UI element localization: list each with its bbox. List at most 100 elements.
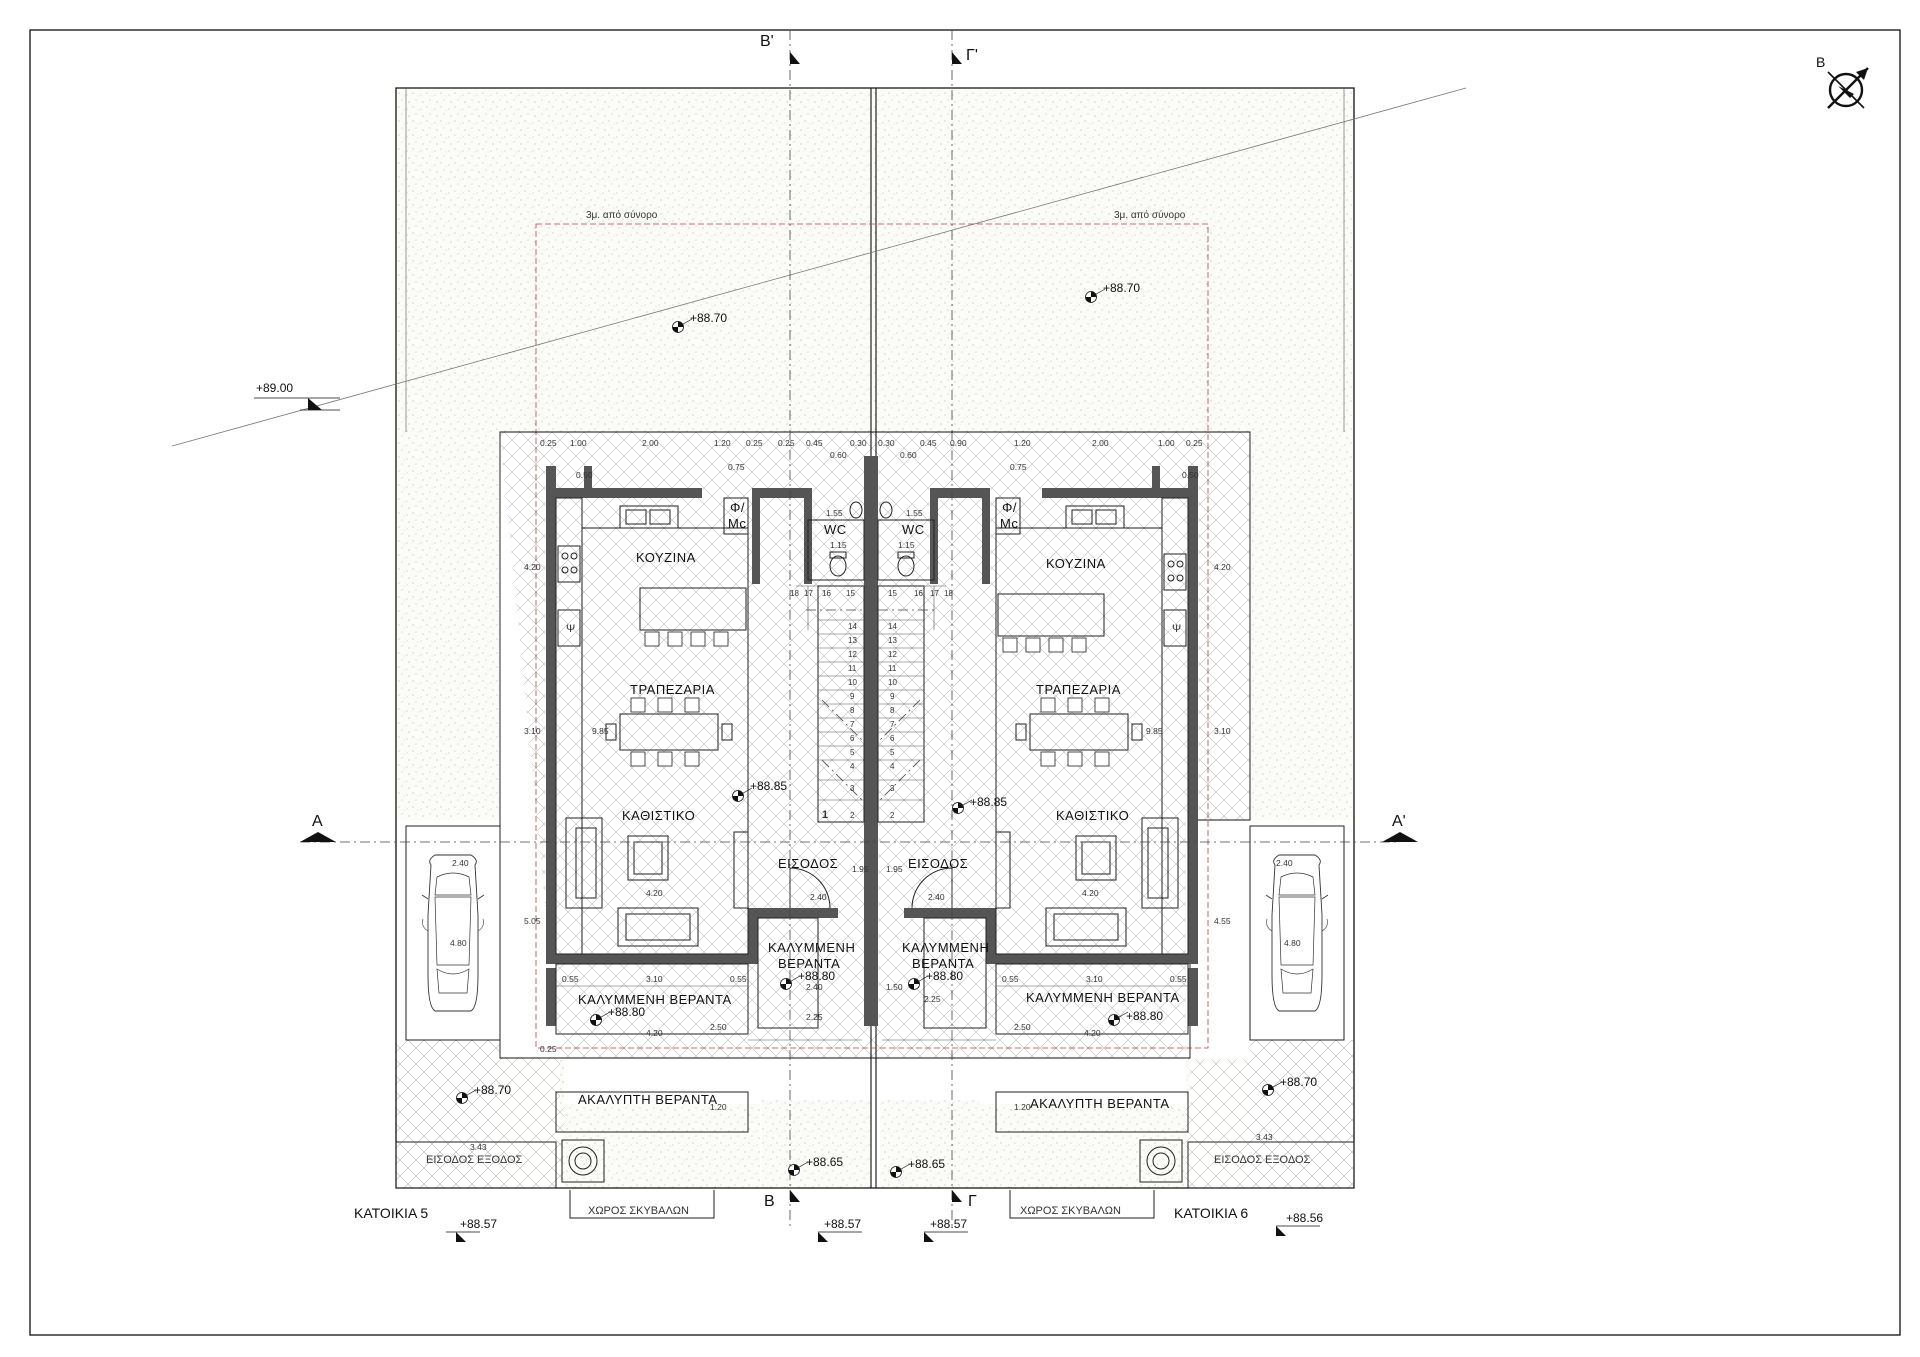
level-street-3: +88.57 — [930, 1217, 967, 1231]
svg-text:3.43: 3.43 — [1256, 1132, 1273, 1142]
dining-table-left — [619, 713, 719, 751]
setback-note-left: 3μ. από σύνορο — [586, 209, 658, 221]
svg-text:10: 10 — [848, 678, 857, 687]
svg-text:0.50: 0.50 — [1182, 470, 1199, 480]
svg-text:2.50: 2.50 — [1014, 1022, 1031, 1032]
psi-label-right: Ψ — [1172, 623, 1181, 635]
staircase-right — [877, 585, 946, 823]
parking-space-left — [405, 825, 501, 1041]
wc-label-right: WC — [902, 522, 925, 537]
svg-text:4.20: 4.20 — [1084, 1028, 1101, 1038]
setback-note-right: 3μ. από σύνορο — [1114, 209, 1186, 221]
car-left-icon — [421, 854, 485, 1012]
svg-text:1.20: 1.20 — [1014, 1102, 1031, 1112]
svg-text:0.30: 0.30 — [878, 438, 895, 448]
svg-text:0.55: 0.55 — [1002, 974, 1019, 984]
stair-numbers-left: 18 17 16 15 14 13 12 11 10 9 8 7 6 5 4 3… — [790, 589, 857, 821]
svg-text:2.40: 2.40 — [806, 982, 823, 992]
svg-text:2.40: 2.40 — [928, 892, 945, 902]
svg-text:14: 14 — [888, 622, 897, 631]
living-label-left: ΚΑΘΙΣΤΙΚΟ — [622, 808, 695, 823]
svg-text:7: 7 — [890, 720, 895, 729]
svg-text:2: 2 — [850, 811, 855, 820]
svg-text:0.50: 0.50 — [576, 470, 593, 480]
section-b-prime-label: B' — [760, 33, 774, 50]
open-veranda-label-right: ΑΚΑΛΥΠΤΗ ΒΕΡΑΝΤΑ — [1030, 1096, 1170, 1111]
svg-text:2.50: 2.50 — [710, 1022, 727, 1032]
covered-veranda-label-left: ΚΑΛΥΜΜΕΝΗ ΒΕΡΑΝΤΑ — [578, 992, 732, 1007]
svg-text:4: 4 — [890, 762, 895, 771]
level-parking-right: +88.70 — [1280, 1075, 1317, 1089]
svg-text:17: 17 — [930, 589, 939, 598]
kitchen-label-left: ΚΟΥΖΙΝΑ — [636, 550, 696, 565]
staircase-left — [796, 585, 865, 823]
svg-text:16: 16 — [822, 589, 831, 598]
dining-table-right — [1029, 713, 1129, 751]
stove-left-icon — [557, 545, 581, 583]
svg-text:15: 15 — [846, 589, 855, 598]
svg-text:13: 13 — [888, 636, 897, 645]
svg-text:1.55: 1.55 — [906, 508, 923, 518]
sheet-border — [29, 29, 1901, 1336]
svg-text:3.10: 3.10 — [524, 726, 541, 736]
level-porch-left: +88.80 — [608, 1005, 645, 1019]
dining-label-left: ΤΡΑΠΕΖΑΡΙΑ — [630, 682, 715, 697]
level-road: +89.00 — [256, 381, 293, 395]
svg-text:0.75: 0.75 — [728, 462, 745, 472]
svg-text:3.10: 3.10 — [1214, 726, 1231, 736]
svg-text:4.20: 4.20 — [1082, 888, 1099, 898]
stair-numbers-right: 15 16 17 18 14 13 12 11 10 9 8 7 6 5 4 3… — [888, 589, 953, 820]
living-furniture-left — [565, 817, 749, 947]
svg-text:1.15: 1.15 — [830, 540, 847, 550]
svg-text:13: 13 — [848, 636, 857, 645]
svg-text:4: 4 — [850, 762, 855, 771]
living-label-right: ΚΑΘΙΣΤΙΚΟ — [1056, 808, 1129, 823]
svg-text:1.20: 1.20 — [1014, 438, 1031, 448]
svg-text:1.95: 1.95 — [886, 864, 903, 874]
svg-text:3: 3 — [890, 784, 895, 793]
svg-text:0.25: 0.25 — [1186, 438, 1203, 448]
mc-label-right: Mc — [1000, 516, 1018, 531]
car-right-icon — [1265, 854, 1329, 1012]
svg-text:0.30: 0.30 — [850, 438, 867, 448]
house-5-label: ΚΑΤΟΙΚΙΑ 5 — [354, 1205, 428, 1221]
svg-text:4.55: 4.55 — [1214, 916, 1231, 926]
svg-text:6: 6 — [850, 734, 855, 743]
svg-text:15: 15 — [888, 589, 897, 598]
svg-text:12: 12 — [848, 650, 857, 659]
svg-text:1.00: 1.00 — [570, 438, 587, 448]
svg-text:11: 11 — [848, 664, 857, 673]
svg-text:8: 8 — [850, 706, 855, 715]
waste-bin-right-icon — [1139, 1139, 1183, 1183]
svg-text:4.80: 4.80 — [1284, 938, 1301, 948]
svg-text:2: 2 — [890, 811, 895, 820]
svg-text:0.25: 0.25 — [778, 438, 795, 448]
svg-text:1: 1 — [822, 809, 828, 821]
svg-text:0.45: 0.45 — [920, 438, 937, 448]
svg-text:1.50: 1.50 — [886, 982, 903, 992]
svg-text:5: 5 — [850, 748, 855, 757]
svg-text:0.60: 0.60 — [830, 450, 847, 460]
level-garden-right: +88.70 — [1103, 281, 1140, 295]
fm-label-left: Φ/ — [730, 500, 745, 515]
svg-text:16: 16 — [914, 589, 923, 598]
level-front-right: +88.65 — [908, 1157, 945, 1171]
svg-text:8: 8 — [890, 706, 895, 715]
svg-text:17: 17 — [804, 589, 813, 598]
svg-text:0.90: 0.90 — [950, 438, 967, 448]
svg-text:1.20: 1.20 — [714, 438, 731, 448]
level-street-4: +88.56 — [1286, 1211, 1323, 1225]
svg-text:0.25: 0.25 — [746, 438, 763, 448]
north-label: B — [1816, 54, 1825, 70]
covered-line1-right: ΚΑΛΥΜΜΕΝΗ — [902, 940, 989, 955]
stove-right-icon — [1163, 553, 1187, 591]
svg-text:0.60: 0.60 — [900, 450, 917, 460]
dimension-labels: 0.25 1.00 2.00 1.20 0.25 0.45 0.30 0.30 … — [450, 438, 1301, 1152]
svg-text:5: 5 — [890, 748, 895, 757]
svg-text:3.43: 3.43 — [470, 1142, 487, 1152]
open-veranda-label-left: ΑΚΑΛΥΠΤΗ ΒΕΡΑΝΤΑ — [578, 1092, 718, 1107]
wc-right — [877, 501, 935, 581]
setback-line — [535, 223, 1209, 1049]
section-g-prime-label: Γ' — [966, 47, 978, 64]
